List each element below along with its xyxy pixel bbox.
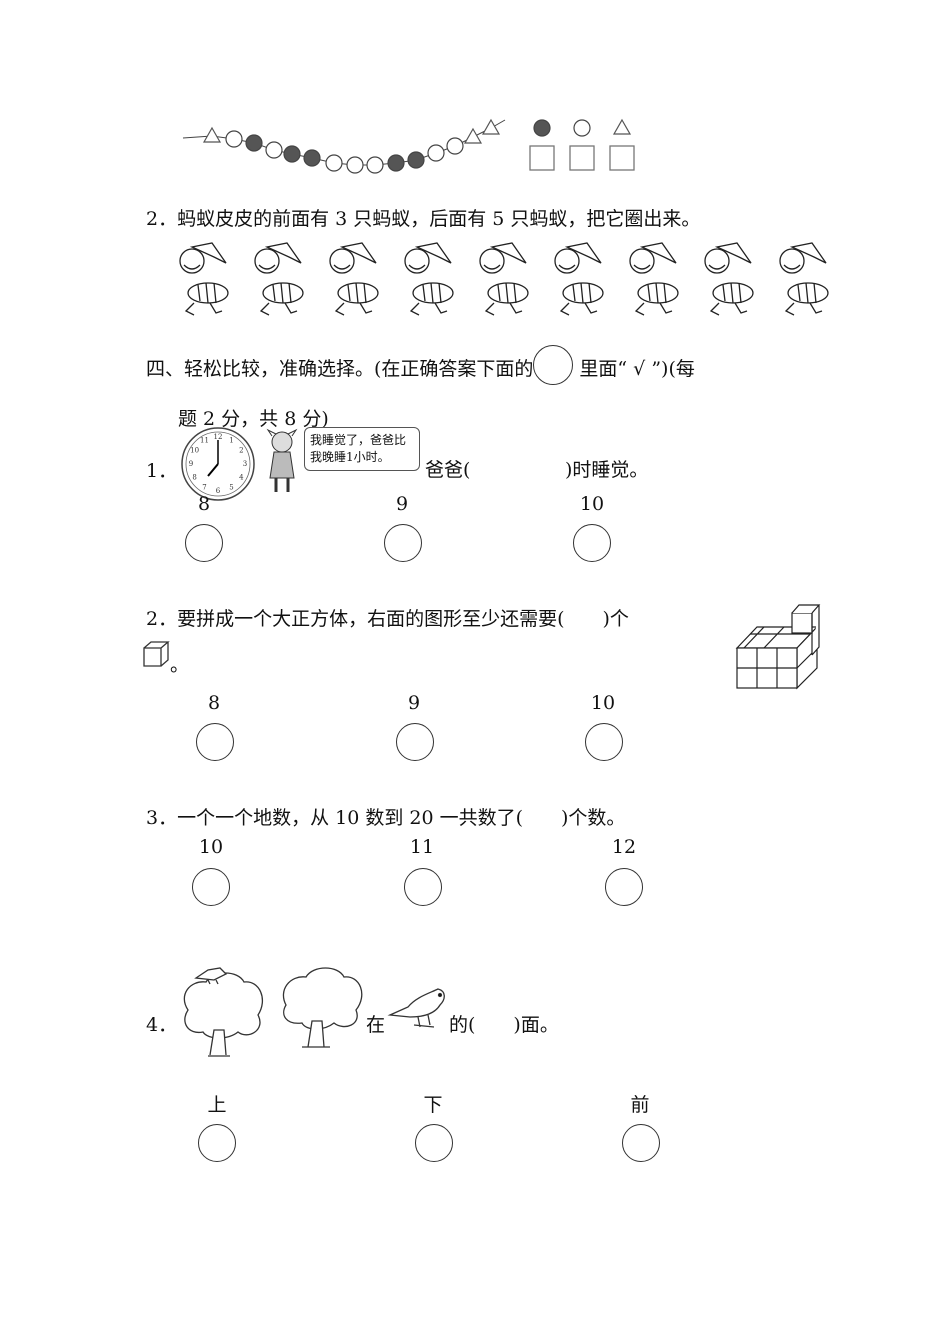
clock-number: 6 <box>216 487 221 495</box>
bead-black <box>387 154 405 172</box>
clock-number: 4 <box>239 474 244 482</box>
bead-triangle <box>463 127 483 144</box>
clock-number: 11 <box>200 437 209 445</box>
bead-black <box>303 149 321 167</box>
section-4-points: 题 2 分，共 8 分) <box>178 408 329 430</box>
clock-number: 5 <box>229 483 233 491</box>
answer-box[interactable] <box>529 145 555 171</box>
q1-option-3: 10 <box>579 493 605 515</box>
ants-row <box>179 242 829 316</box>
section-4-title: 四、轻松比较，准确选择。(在正确答案下面的里面“ √ ”)(每 <box>146 345 695 385</box>
bead-white <box>446 137 464 155</box>
ant-icon <box>704 242 754 316</box>
clock-number: 3 <box>243 460 247 468</box>
q2-option-2: 9 <box>407 692 421 714</box>
q2-option-3: 10 <box>590 692 616 714</box>
bead-white <box>225 130 243 148</box>
ant-icon <box>629 242 679 316</box>
q1-option-1: 8 <box>197 493 211 515</box>
ant-icon <box>554 242 604 316</box>
q1-number: 1． <box>146 460 178 482</box>
bead-white <box>265 141 283 159</box>
bead-white <box>366 156 384 174</box>
q2-answer-circle-3[interactable] <box>585 723 623 761</box>
legend-white-icon <box>573 119 591 137</box>
bead-triangle <box>202 126 222 143</box>
q1-text-b: )时睡觉。 <box>565 459 649 481</box>
q3-option-3: 12 <box>611 836 637 858</box>
q1-answer-circle-3[interactable] <box>573 524 611 562</box>
q3-text: 3．一个一个地数，从 10 数到 20 一共数了( )个数。 <box>146 807 626 829</box>
answer-box[interactable] <box>609 145 635 171</box>
answer-box[interactable] <box>569 145 595 171</box>
q2-answer-circle-1[interactable] <box>196 723 234 761</box>
q3-answer-circle-3[interactable] <box>605 868 643 906</box>
bead-white <box>346 156 364 174</box>
q4-text-a: 在 <box>366 1014 386 1036</box>
clock-number: 7 <box>202 483 206 491</box>
q1-text-a: 爸爸( <box>425 459 471 481</box>
bead-white <box>325 154 343 172</box>
bead-triangle <box>481 118 501 135</box>
q4-answer-circle-2[interactable] <box>415 1124 453 1162</box>
q3-answer-circle-2[interactable] <box>404 868 442 906</box>
legend-black-icon <box>533 119 551 137</box>
q2-text-end: 。 <box>170 654 190 676</box>
bead-black <box>407 151 425 169</box>
ant-icon <box>479 242 529 316</box>
clock-number: 8 <box>192 474 196 482</box>
bead-string <box>182 118 635 174</box>
clock-number: 12 <box>214 433 223 441</box>
clock-number: 9 <box>189 460 193 468</box>
clock-number: 10 <box>190 447 199 455</box>
question-2-ants: 2．蚂蚁皮皮的前面有 3 只蚂蚁，后面有 5 只蚂蚁，把它圈出来。 <box>146 208 701 230</box>
ant-icon <box>779 242 829 316</box>
q3-answer-circle-1[interactable] <box>192 868 230 906</box>
bird-icon <box>387 988 445 1028</box>
q4-number: 4． <box>146 1014 178 1036</box>
bead-black <box>283 145 301 163</box>
ant-icon <box>254 242 304 316</box>
ant-icon <box>179 242 229 316</box>
clock-number: 2 <box>239 447 243 455</box>
q4-option-3: 前 <box>630 1094 650 1116</box>
cube-stack-figure <box>735 604 821 690</box>
q4-text-b: 的( )面。 <box>449 1014 559 1036</box>
q2-option-1: 8 <box>207 692 221 714</box>
q4-option-2: 下 <box>423 1094 443 1116</box>
q1-answer-circle-1[interactable] <box>185 524 223 562</box>
q1-option-2: 9 <box>395 493 409 515</box>
q3-option-1: 10 <box>198 836 224 858</box>
q1-answer-circle-2[interactable] <box>384 524 422 562</box>
ant-icon <box>404 242 454 316</box>
legend-triangle-icon <box>612 118 632 135</box>
clock-number: 1 <box>229 437 233 445</box>
q2-answer-circle-2[interactable] <box>396 723 434 761</box>
q4-answer-circle-3[interactable] <box>622 1124 660 1162</box>
tree-icon <box>282 967 363 1048</box>
girl-icon <box>266 428 298 492</box>
bead-black <box>245 134 263 152</box>
q4-option-1: 上 <box>207 1094 227 1116</box>
answer-circle-sample-icon <box>533 345 574 385</box>
tree-with-bird-icon <box>183 967 263 1057</box>
speech-bubble: 我睡觉了，爸爸比我晚睡1小时。 <box>304 427 420 471</box>
small-cube-icon <box>143 641 170 667</box>
ant-icon <box>329 242 379 316</box>
q2-text: 2．要拼成一个大正方体，右面的图形至少还需要( )个 <box>146 608 629 630</box>
bead-white <box>427 144 445 162</box>
q3-option-2: 11 <box>409 836 435 858</box>
q4-answer-circle-1[interactable] <box>198 1124 236 1162</box>
